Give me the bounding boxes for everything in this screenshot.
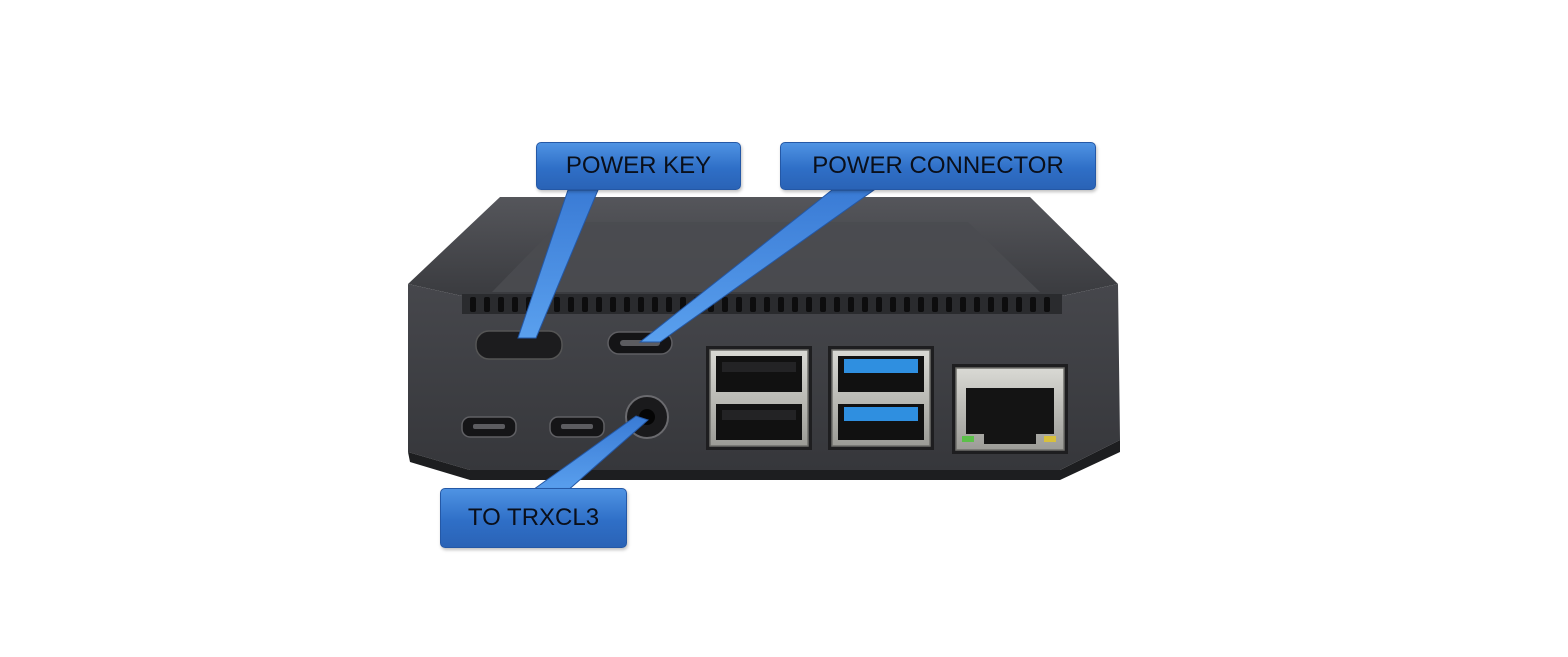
usb2-port-stack[interactable]	[706, 346, 812, 450]
vent-slot	[792, 297, 798, 312]
micro-hdmi-port-2[interactable]	[549, 416, 605, 438]
vent-slot	[960, 297, 966, 312]
micro-hdmi-port-1[interactable]	[461, 416, 517, 438]
power-key[interactable]	[475, 330, 563, 360]
to-trxcl3-callout: TO TRXCL3	[440, 488, 627, 548]
vent-slot	[498, 297, 504, 312]
vent-slot	[1030, 297, 1036, 312]
vent-slot	[652, 297, 658, 312]
vent-slot	[666, 297, 672, 312]
vent-slots	[470, 297, 1050, 312]
vent-slot	[974, 297, 980, 312]
vent-slot	[820, 297, 826, 312]
vent-slot	[512, 297, 518, 312]
vent-slot	[736, 297, 742, 312]
vent-slot	[610, 297, 616, 312]
ethernet-port[interactable]	[952, 364, 1068, 454]
power-connector-label: POWER CONNECTOR	[812, 152, 1064, 179]
vent-slot	[988, 297, 994, 312]
power-key-callout: POWER KEY	[536, 142, 741, 190]
vent-slot	[862, 297, 868, 312]
vent-slot	[946, 297, 952, 312]
usb3-port-stack[interactable]	[828, 346, 934, 450]
vent-slot	[806, 297, 812, 312]
power-connector-callout: POWER CONNECTOR	[780, 142, 1096, 190]
vent-slot	[918, 297, 924, 312]
vent-slot	[582, 297, 588, 312]
vent-slot	[484, 297, 490, 312]
vent-slot	[596, 297, 602, 312]
vent-slot	[638, 297, 644, 312]
vent-slot	[904, 297, 910, 312]
vent-slot	[764, 297, 770, 312]
vent-slot	[1002, 297, 1008, 312]
vent-slot	[932, 297, 938, 312]
vent-slot	[1044, 297, 1050, 312]
to-trxcl3-label: TO TRXCL3	[467, 504, 600, 531]
vent-slot	[1016, 297, 1022, 312]
vent-slot	[722, 297, 728, 312]
vent-slot	[624, 297, 630, 312]
power-connector-pointer	[638, 189, 876, 343]
power-key-label: POWER KEY	[565, 152, 712, 179]
vent-slot	[834, 297, 840, 312]
vent-slot	[470, 297, 476, 312]
vent-slot	[876, 297, 882, 312]
vent-slot	[554, 297, 560, 312]
vent-slot	[848, 297, 854, 312]
vent-slot	[750, 297, 756, 312]
vent-slot	[568, 297, 574, 312]
power-key-pointer	[517, 189, 599, 339]
vent-slot	[778, 297, 784, 312]
vent-slot	[890, 297, 896, 312]
